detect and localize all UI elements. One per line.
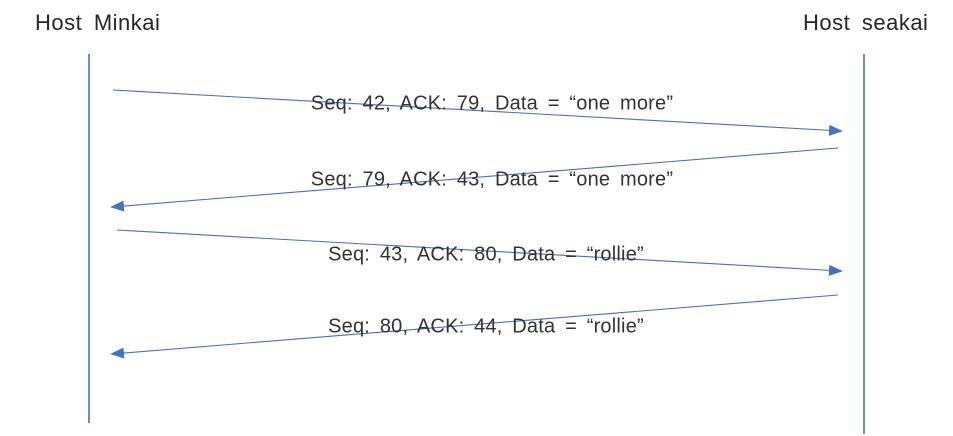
message-arrows	[110, 89, 843, 359]
message-label-3: Seq: 43, ACK: 80, Data = “rollie”	[328, 243, 644, 266]
message-arrow-2-right-to-left	[110, 147, 839, 212]
message-arrow-4-right-to-left	[110, 294, 839, 359]
message-label-1: Seq: 42, ACK: 79, Data = “one more”	[310, 92, 674, 115]
host-left-label: Host Minkai	[35, 10, 161, 35]
message-arrow-3-left-to-right	[116, 229, 843, 276]
host-right-label: Host seakai	[803, 10, 929, 35]
message-arrow-1-left-to-right	[112, 89, 843, 136]
host-lifelines	[88, 54, 865, 434]
message-label-2: Seq: 79, ACK: 43, Data = “one more”	[310, 168, 674, 191]
message-label-4: Seq: 80, ACK: 44, Data = “rollie”	[328, 315, 644, 338]
